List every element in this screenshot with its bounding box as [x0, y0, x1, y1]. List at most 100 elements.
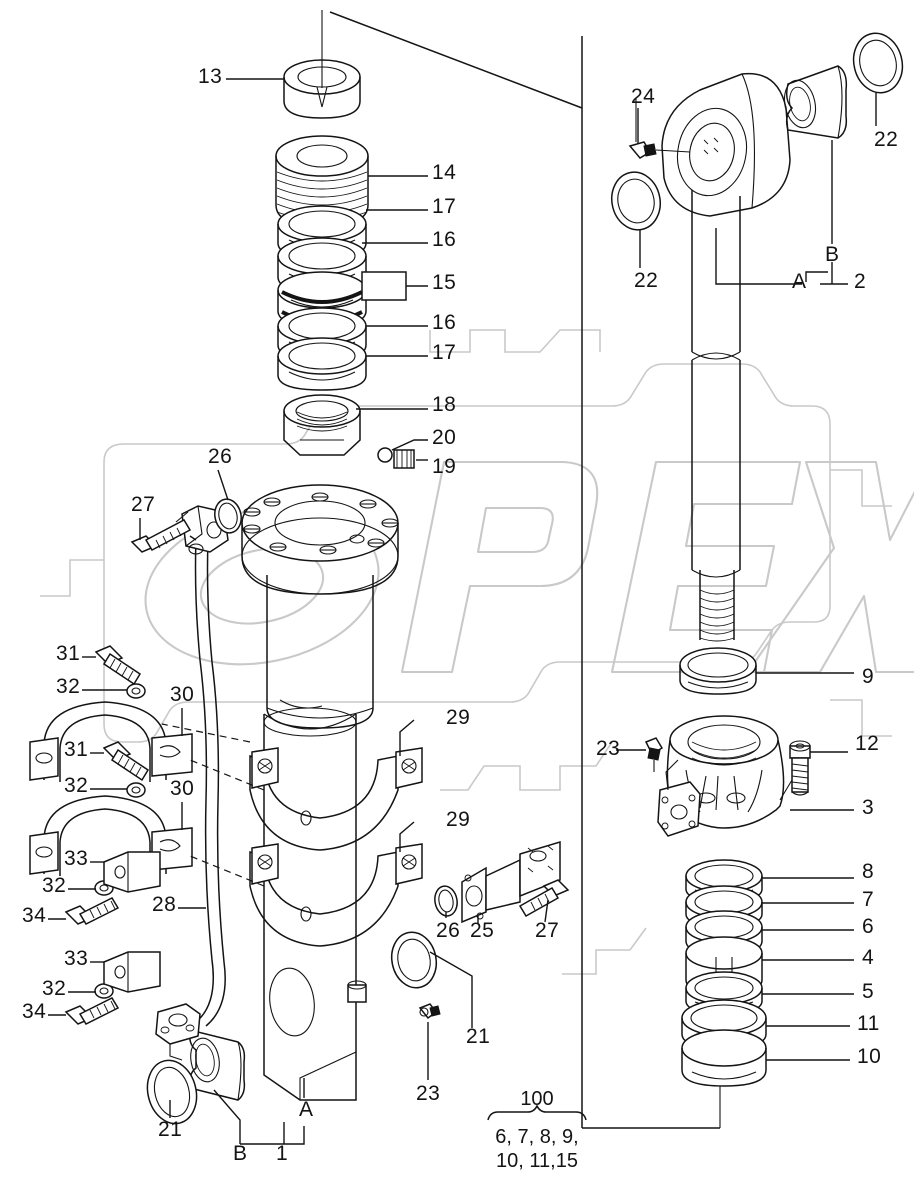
part-24-nipple [628, 98, 691, 159]
body-port [347, 980, 367, 1003]
callout-31-lower: 31 [64, 738, 89, 761]
callout-17-lower: 17 [432, 341, 457, 364]
callout-16-lower: 16 [432, 311, 457, 334]
part-12-bolt [779, 740, 811, 801]
legend-brace [487, 1104, 587, 1121]
callout-26-lower: 26 [436, 919, 461, 942]
callout-18: 18 [432, 393, 457, 416]
callout-A-right: A [792, 270, 807, 293]
callout-30-upper: 30 [170, 683, 195, 706]
callout-32-b: 32 [64, 774, 89, 797]
part-9-ring [679, 647, 757, 695]
callout-B-right: B [825, 243, 840, 266]
callout-10: 10 [857, 1045, 882, 1068]
callout-28: 28 [152, 893, 177, 916]
callout-25: 25 [470, 919, 495, 942]
callout-34-lower: 34 [22, 1000, 47, 1023]
legend-group-number: 100 [520, 1088, 554, 1110]
callout-2: 2 [854, 270, 867, 293]
callout-30-lower: 30 [170, 777, 195, 800]
callout-33-lower: 33 [64, 947, 89, 970]
rod-shaft-upper [691, 190, 741, 352]
callout-13: 13 [198, 65, 223, 88]
part-31-bolt-lower [102, 741, 150, 782]
callout-34-upper: 34 [22, 904, 47, 927]
callout-23-right: 23 [596, 737, 621, 760]
part-33-bracket-lower [103, 951, 161, 993]
callout-A-left: A [299, 1098, 314, 1121]
divider-diagonal [329, 11, 583, 109]
callout-7: 7 [862, 888, 875, 911]
part-22-seal-left [611, 171, 661, 231]
part-15-seal-set [277, 271, 407, 327]
callout-33-upper: 33 [64, 847, 89, 870]
part-31-bolt-upper [94, 645, 142, 686]
callout-B-left: B [233, 1142, 248, 1165]
part-18-nut [283, 394, 361, 456]
legend-members-line1: 6, 7, 8, 9, [495, 1126, 579, 1148]
part-33-bracket-upper [103, 851, 161, 893]
callout-16-upper: 16 [432, 228, 457, 251]
callout-11: 11 [857, 1012, 880, 1035]
lower-fitting-block [155, 1003, 201, 1061]
part-14-gland [275, 135, 369, 227]
part-23-nipple-right [644, 737, 664, 772]
part-25-valve [461, 840, 561, 924]
part-20-ball [377, 447, 393, 463]
callout-27-upper: 27 [131, 493, 156, 516]
callout-22-right: 22 [874, 128, 899, 151]
callout-4: 4 [862, 946, 875, 969]
callout-17-upper: 17 [432, 195, 457, 218]
callout-19: 19 [432, 455, 457, 478]
callout-22-left: 22 [634, 269, 659, 292]
callout-29-lower: 29 [446, 808, 471, 831]
part-3-head-housing [657, 715, 785, 837]
part-19-setscrew [393, 449, 415, 469]
legend-members-line2: 10, 11,15 [496, 1150, 578, 1172]
part-17-ring-lower [277, 337, 367, 391]
part-34-bolt-upper [64, 897, 120, 925]
callout-23-bottom: 23 [416, 1082, 441, 1105]
callout-20: 20 [432, 426, 457, 449]
part-22-seal-right [852, 32, 904, 94]
callout-32-d: 32 [42, 977, 67, 1000]
cylinder-tube-upper [266, 575, 374, 729]
part-28-hose-b [205, 539, 226, 1027]
callout-21-right: 21 [466, 1025, 491, 1048]
callout-9: 9 [862, 665, 875, 688]
rod-eye-assembly [661, 72, 791, 217]
callout-3: 3 [862, 796, 875, 819]
callout-1: 1 [276, 1142, 289, 1165]
cylinder-tube-body [263, 707, 357, 1101]
callout-6: 6 [862, 915, 875, 938]
callout-32-a: 32 [56, 675, 81, 698]
part-29-clamp-lower [249, 843, 423, 947]
rod-shaft-lower [691, 352, 741, 642]
part-27-bolt-lower [518, 879, 570, 918]
callout-32-c: 32 [42, 874, 67, 897]
part-13-plug [283, 10, 361, 119]
part-21-seal-bottom [146, 1059, 198, 1125]
callout-31-upper: 31 [56, 642, 81, 665]
part-28-hose-a [194, 537, 215, 1023]
part-10-ring [681, 1029, 767, 1128]
part-30-clamp-band-lower [29, 795, 193, 876]
callout-24: 24 [631, 85, 656, 108]
callout-27-lower: 27 [535, 919, 560, 942]
callout-26-upper: 26 [208, 445, 233, 468]
callout-5: 5 [862, 980, 875, 1003]
part-29-clamp-upper [249, 747, 423, 851]
callout-15: 15 [432, 271, 457, 294]
callout-8: 8 [862, 860, 875, 883]
part-21-oring [390, 931, 438, 989]
callout-14: 14 [432, 161, 457, 184]
part-30-clamp-band-upper [29, 701, 193, 782]
part-23-nipple-bottom [418, 1003, 441, 1020]
cylinder-head-flange [241, 484, 399, 595]
part-34-bolt-lower [64, 997, 120, 1025]
part-27-bolt-upper [130, 519, 192, 553]
callout-12: 12 [855, 732, 880, 755]
part-2-bushing [783, 65, 848, 139]
